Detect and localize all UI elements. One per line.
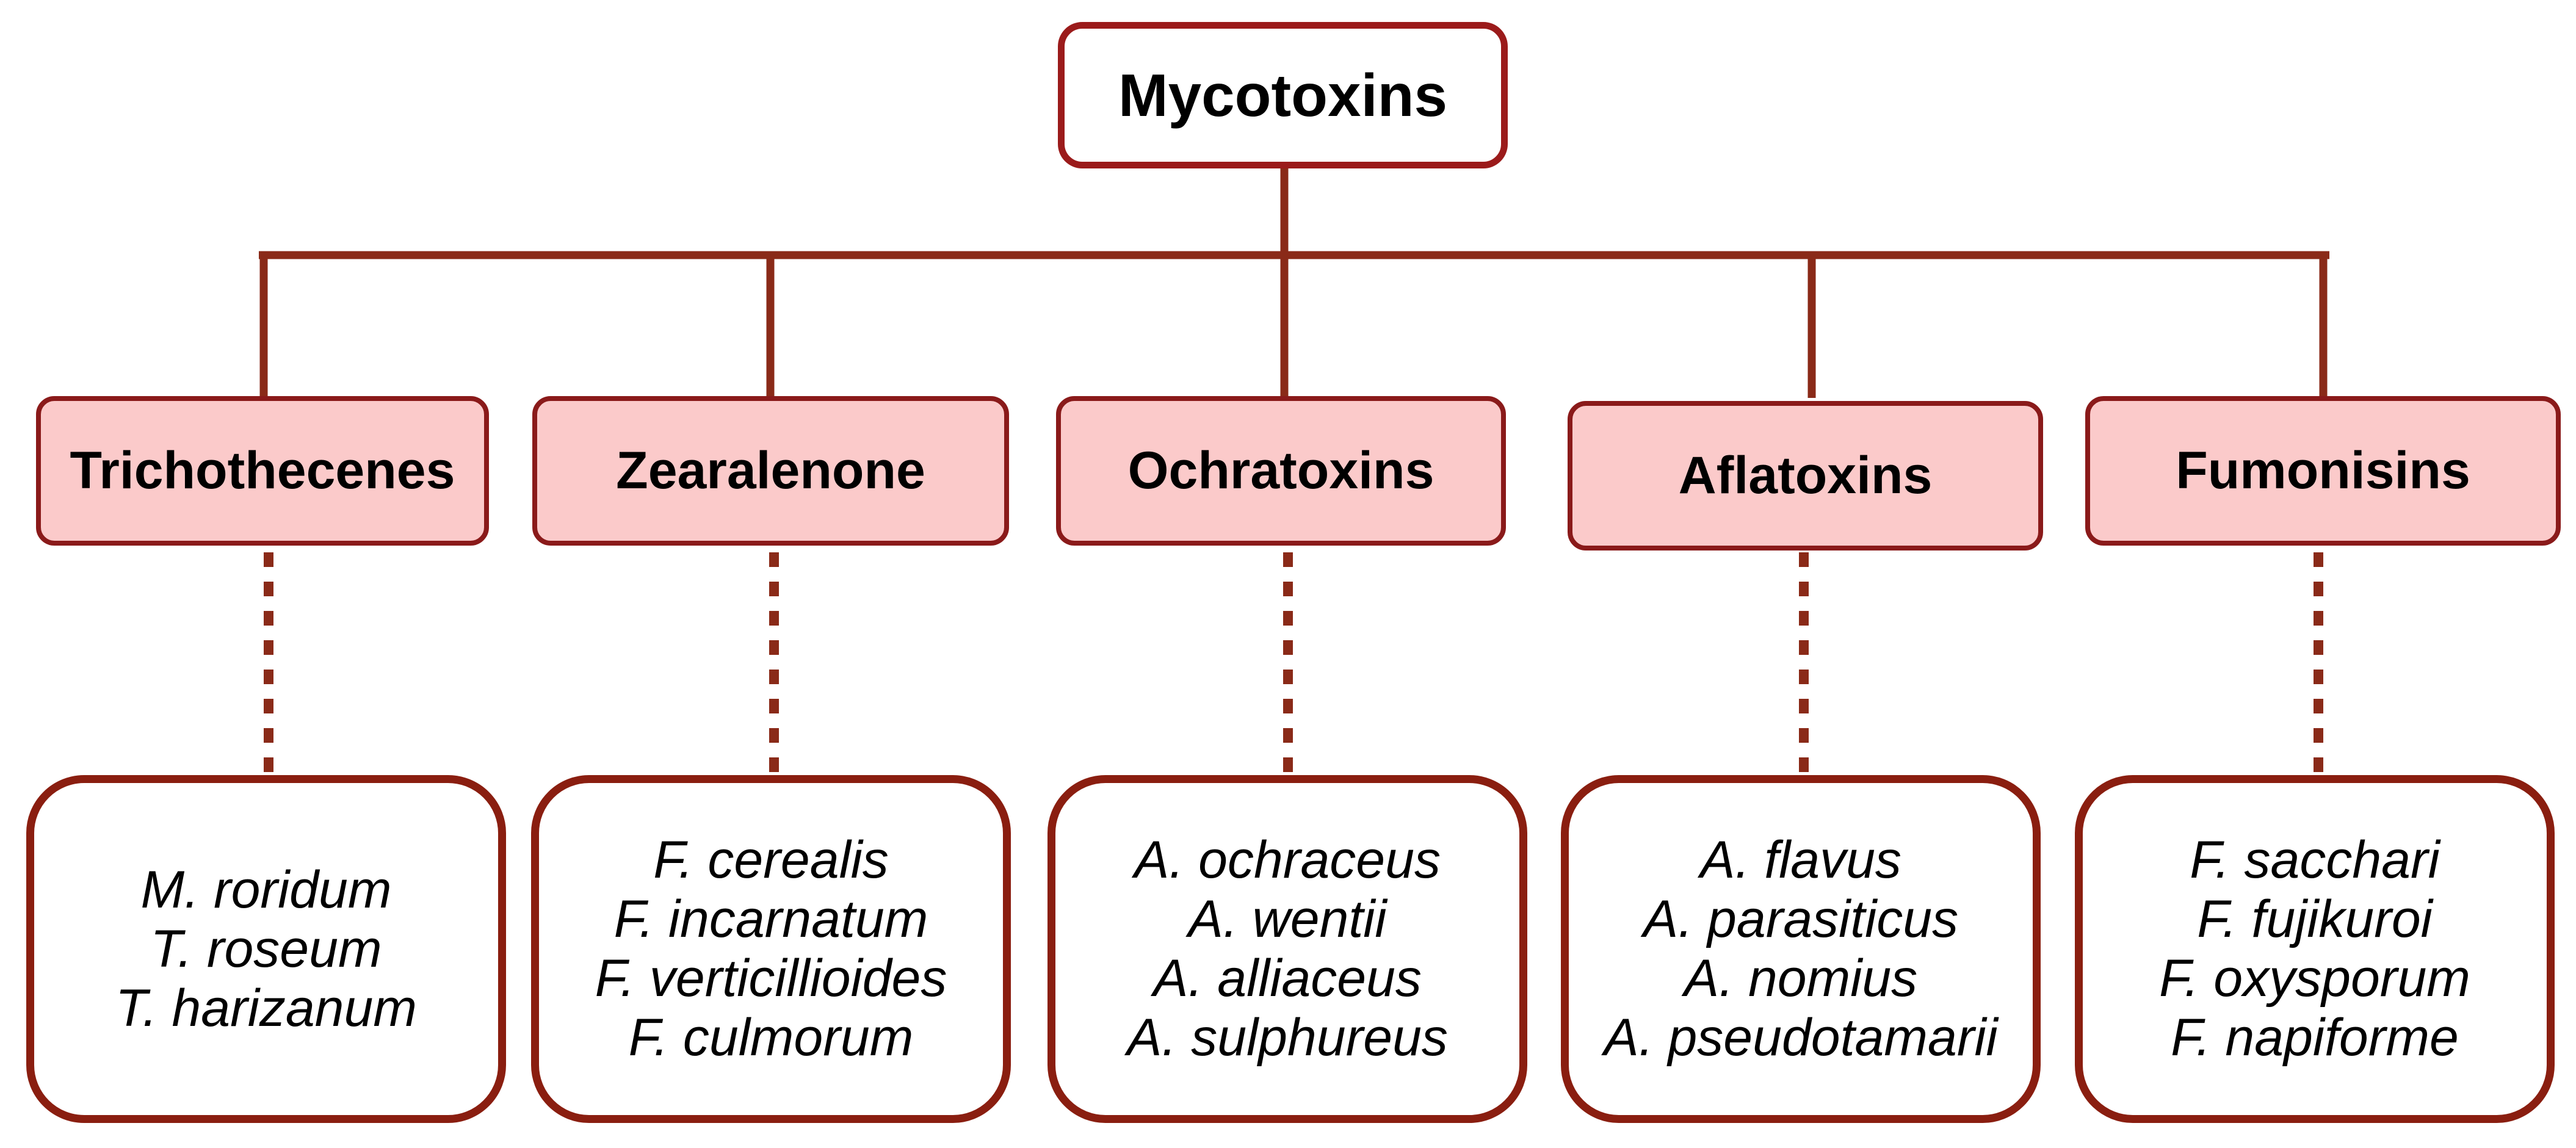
species-name: F. incarnatum — [613, 890, 928, 948]
species-name: F. culmorum — [628, 1008, 914, 1067]
species-name: A. ochraceus — [1134, 831, 1441, 889]
root-node-label: Mycotoxins — [1118, 61, 1448, 129]
species-list-zearalenone: F. cerealis F. incarnatum F. verticillio… — [531, 775, 1011, 1123]
species-name: F. sacchari — [2190, 831, 2440, 889]
root-node-mycotoxins: Mycotoxins — [1058, 22, 1508, 168]
species-list-ochratoxins: A. ochraceus A. wentii A. alliaceus A. s… — [1047, 775, 1527, 1123]
category-label: Fumonisins — [2176, 441, 2470, 500]
species-name: A. alliaceus — [1153, 949, 1422, 1008]
species-list-aflatoxins: A. flavus A. parasiticus A. nomius A. ps… — [1561, 775, 2041, 1123]
category-label: Aflatoxins — [1678, 446, 1933, 505]
category-node-trichothecenes: Trichothecenes — [36, 396, 489, 546]
species-name: F. napiforme — [2171, 1008, 2459, 1067]
species-name: A. flavus — [1700, 831, 1901, 889]
category-label: Ochratoxins — [1127, 441, 1435, 500]
species-name: F. verticillioides — [595, 949, 947, 1008]
species-list-fumonisins: F. sacchari F. fujikuroi F. oxysporum F.… — [2075, 775, 2555, 1123]
species-name: F. cerealis — [653, 831, 889, 889]
category-node-ochratoxins: Ochratoxins — [1056, 396, 1506, 546]
species-name: A. parasiticus — [1643, 890, 1959, 948]
species-name: T. harizanum — [115, 978, 417, 1038]
species-name: F. fujikuroi — [2197, 890, 2433, 948]
species-name: A. pseudotamarii — [1604, 1008, 1998, 1067]
category-node-aflatoxins: Aflatoxins — [1568, 401, 2043, 551]
species-name: A. wentii — [1188, 890, 1387, 948]
species-name: A. nomius — [1684, 949, 1918, 1008]
category-label: Trichothecenes — [70, 441, 455, 500]
species-name: T. roseum — [150, 919, 382, 978]
species-list-trichothecenes: M. roridum T. roseum T. harizanum — [26, 775, 506, 1123]
species-name: M. roridum — [140, 860, 392, 919]
category-node-zearalenone: Zearalenone — [532, 396, 1009, 546]
category-node-fumonisins: Fumonisins — [2085, 396, 2561, 546]
species-name: F. oxysporum — [2159, 949, 2470, 1008]
species-name: A. sulphureus — [1127, 1008, 1448, 1067]
category-label: Zearalenone — [616, 441, 925, 500]
